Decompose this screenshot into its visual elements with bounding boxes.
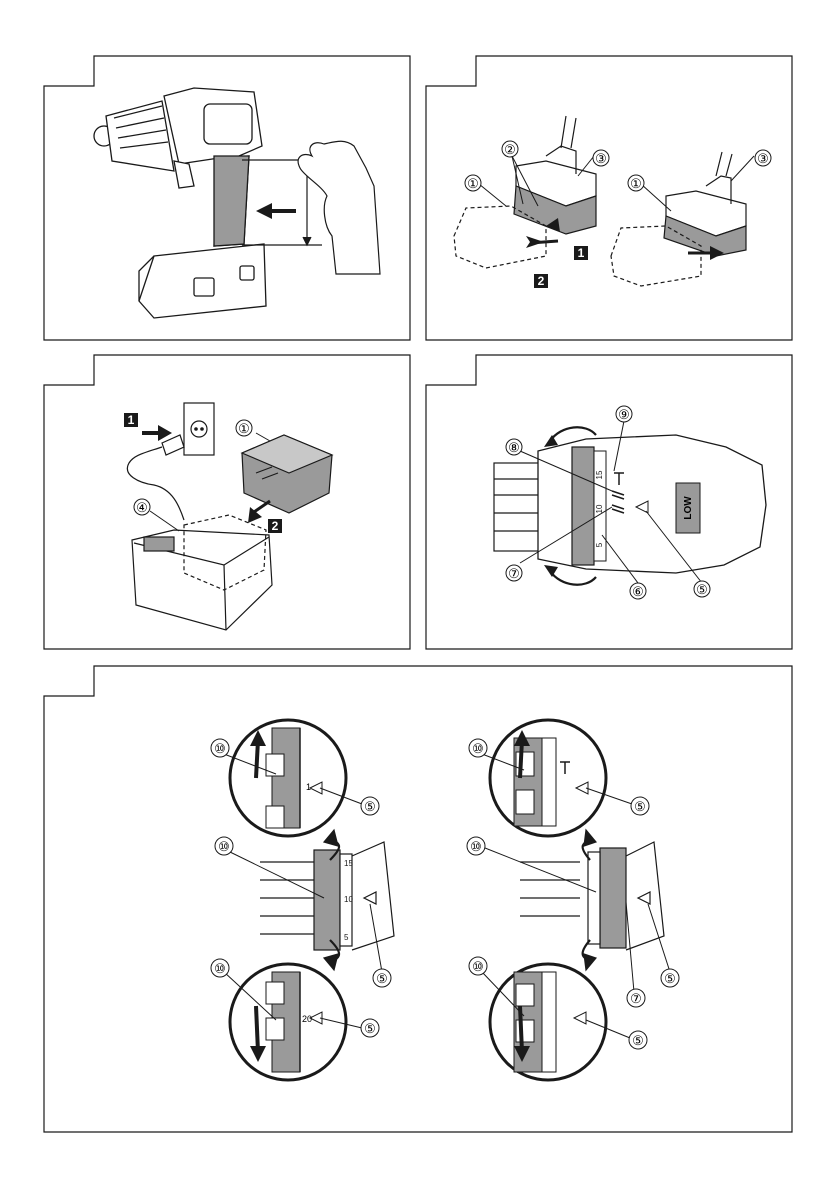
callout-label: ②: [504, 142, 516, 157]
scale-number: 15: [595, 470, 604, 479]
callout-label: ④: [136, 500, 148, 515]
callout-label: ①: [630, 176, 642, 191]
figure-4-drawing: 15 10 5 LOW ⑨ ⑧: [426, 355, 794, 651]
scale-number: 1: [306, 782, 311, 792]
step-number: 2: [538, 274, 545, 288]
magnifier-left-bottom: 20: [230, 964, 346, 1080]
callout-label: ⑩: [218, 839, 230, 854]
magnifier-right-top: [490, 720, 606, 836]
panel-frame: [426, 56, 792, 340]
clutch-view-right: [520, 830, 664, 970]
callout-label: ③: [595, 151, 607, 166]
callout-label: ⑩: [472, 959, 484, 974]
rotate-arrow-bottom-icon: [550, 571, 596, 585]
callout-label: ⑤: [634, 799, 646, 814]
callout-label: ⑨: [618, 407, 630, 422]
figure-1-drawing: [44, 56, 412, 342]
chuck-end: [494, 463, 540, 551]
scale-number: 15: [344, 859, 353, 868]
magnifier-right-bottom: [490, 964, 606, 1080]
panel-frame: [44, 666, 792, 1132]
figure-panel-5: 1 10 5 15: [44, 666, 794, 1134]
callout-label: ⑩: [214, 741, 226, 756]
callout-label: ⑤: [364, 799, 376, 814]
callout-label: ⑩: [470, 839, 482, 854]
step-markers: 1 2: [534, 246, 588, 288]
figure-5-drawing: 1 10 5 15: [44, 666, 794, 1134]
magnifier-left-top: 1: [230, 720, 346, 836]
clutch-ring: [572, 447, 594, 565]
drill-illustration: [94, 88, 266, 318]
clutch-view-left: 10 5 15: [260, 830, 394, 970]
callout-label: ⑤: [664, 971, 676, 986]
step-number: 1: [578, 246, 585, 260]
callout-label: ①: [238, 421, 250, 436]
callout-label: ⑩: [472, 741, 484, 756]
callout-label: ⑤: [376, 971, 388, 986]
scale-number: 5: [595, 542, 604, 547]
callout-group: ① ② ③ ① ③: [465, 141, 771, 191]
charger-unit: [132, 515, 272, 630]
battery-pack: [242, 435, 332, 513]
callout-label: ⑤: [632, 1033, 644, 1048]
scale-number: 5: [344, 933, 349, 942]
battery-removal-left: [454, 116, 596, 268]
hand-illustration: [298, 141, 380, 274]
scale-number: 10: [344, 895, 353, 904]
callout-label: ⑧: [508, 440, 520, 455]
figure-3-drawing: ① ④ 1 2: [44, 355, 412, 651]
figure-panel-1: [44, 56, 412, 342]
wall-socket: [184, 403, 214, 455]
scale-number: 10: [595, 504, 604, 513]
callout-label: ⑦: [630, 991, 642, 1006]
callout-label: ③: [757, 151, 769, 166]
callout-label: ⑤: [364, 1021, 376, 1036]
step-number: 1: [128, 413, 135, 427]
speed-switch-label: LOW: [683, 496, 694, 520]
battery-removal-right: [611, 152, 746, 286]
scale-number: 20: [302, 1014, 312, 1024]
callout-label: ⑩: [214, 961, 226, 976]
callout-label: ⑦: [508, 566, 520, 581]
callout-label: ⑤: [696, 582, 708, 597]
arrow-left-icon: [256, 203, 296, 219]
step-number: 2: [272, 519, 279, 533]
figure-panel-3: ① ④ 1 2: [44, 355, 412, 651]
arrow-right-icon: [158, 425, 172, 441]
figure-panel-2: ① ② ③ ① ③ 1 2: [426, 56, 794, 342]
figure-2-drawing: ① ② ③ ① ③ 1 2: [426, 56, 794, 342]
callout-label: ⑥: [632, 584, 644, 599]
callout-label: ①: [467, 176, 479, 191]
figure-panel-4: 15 10 5 LOW ⑨ ⑧: [426, 355, 794, 651]
